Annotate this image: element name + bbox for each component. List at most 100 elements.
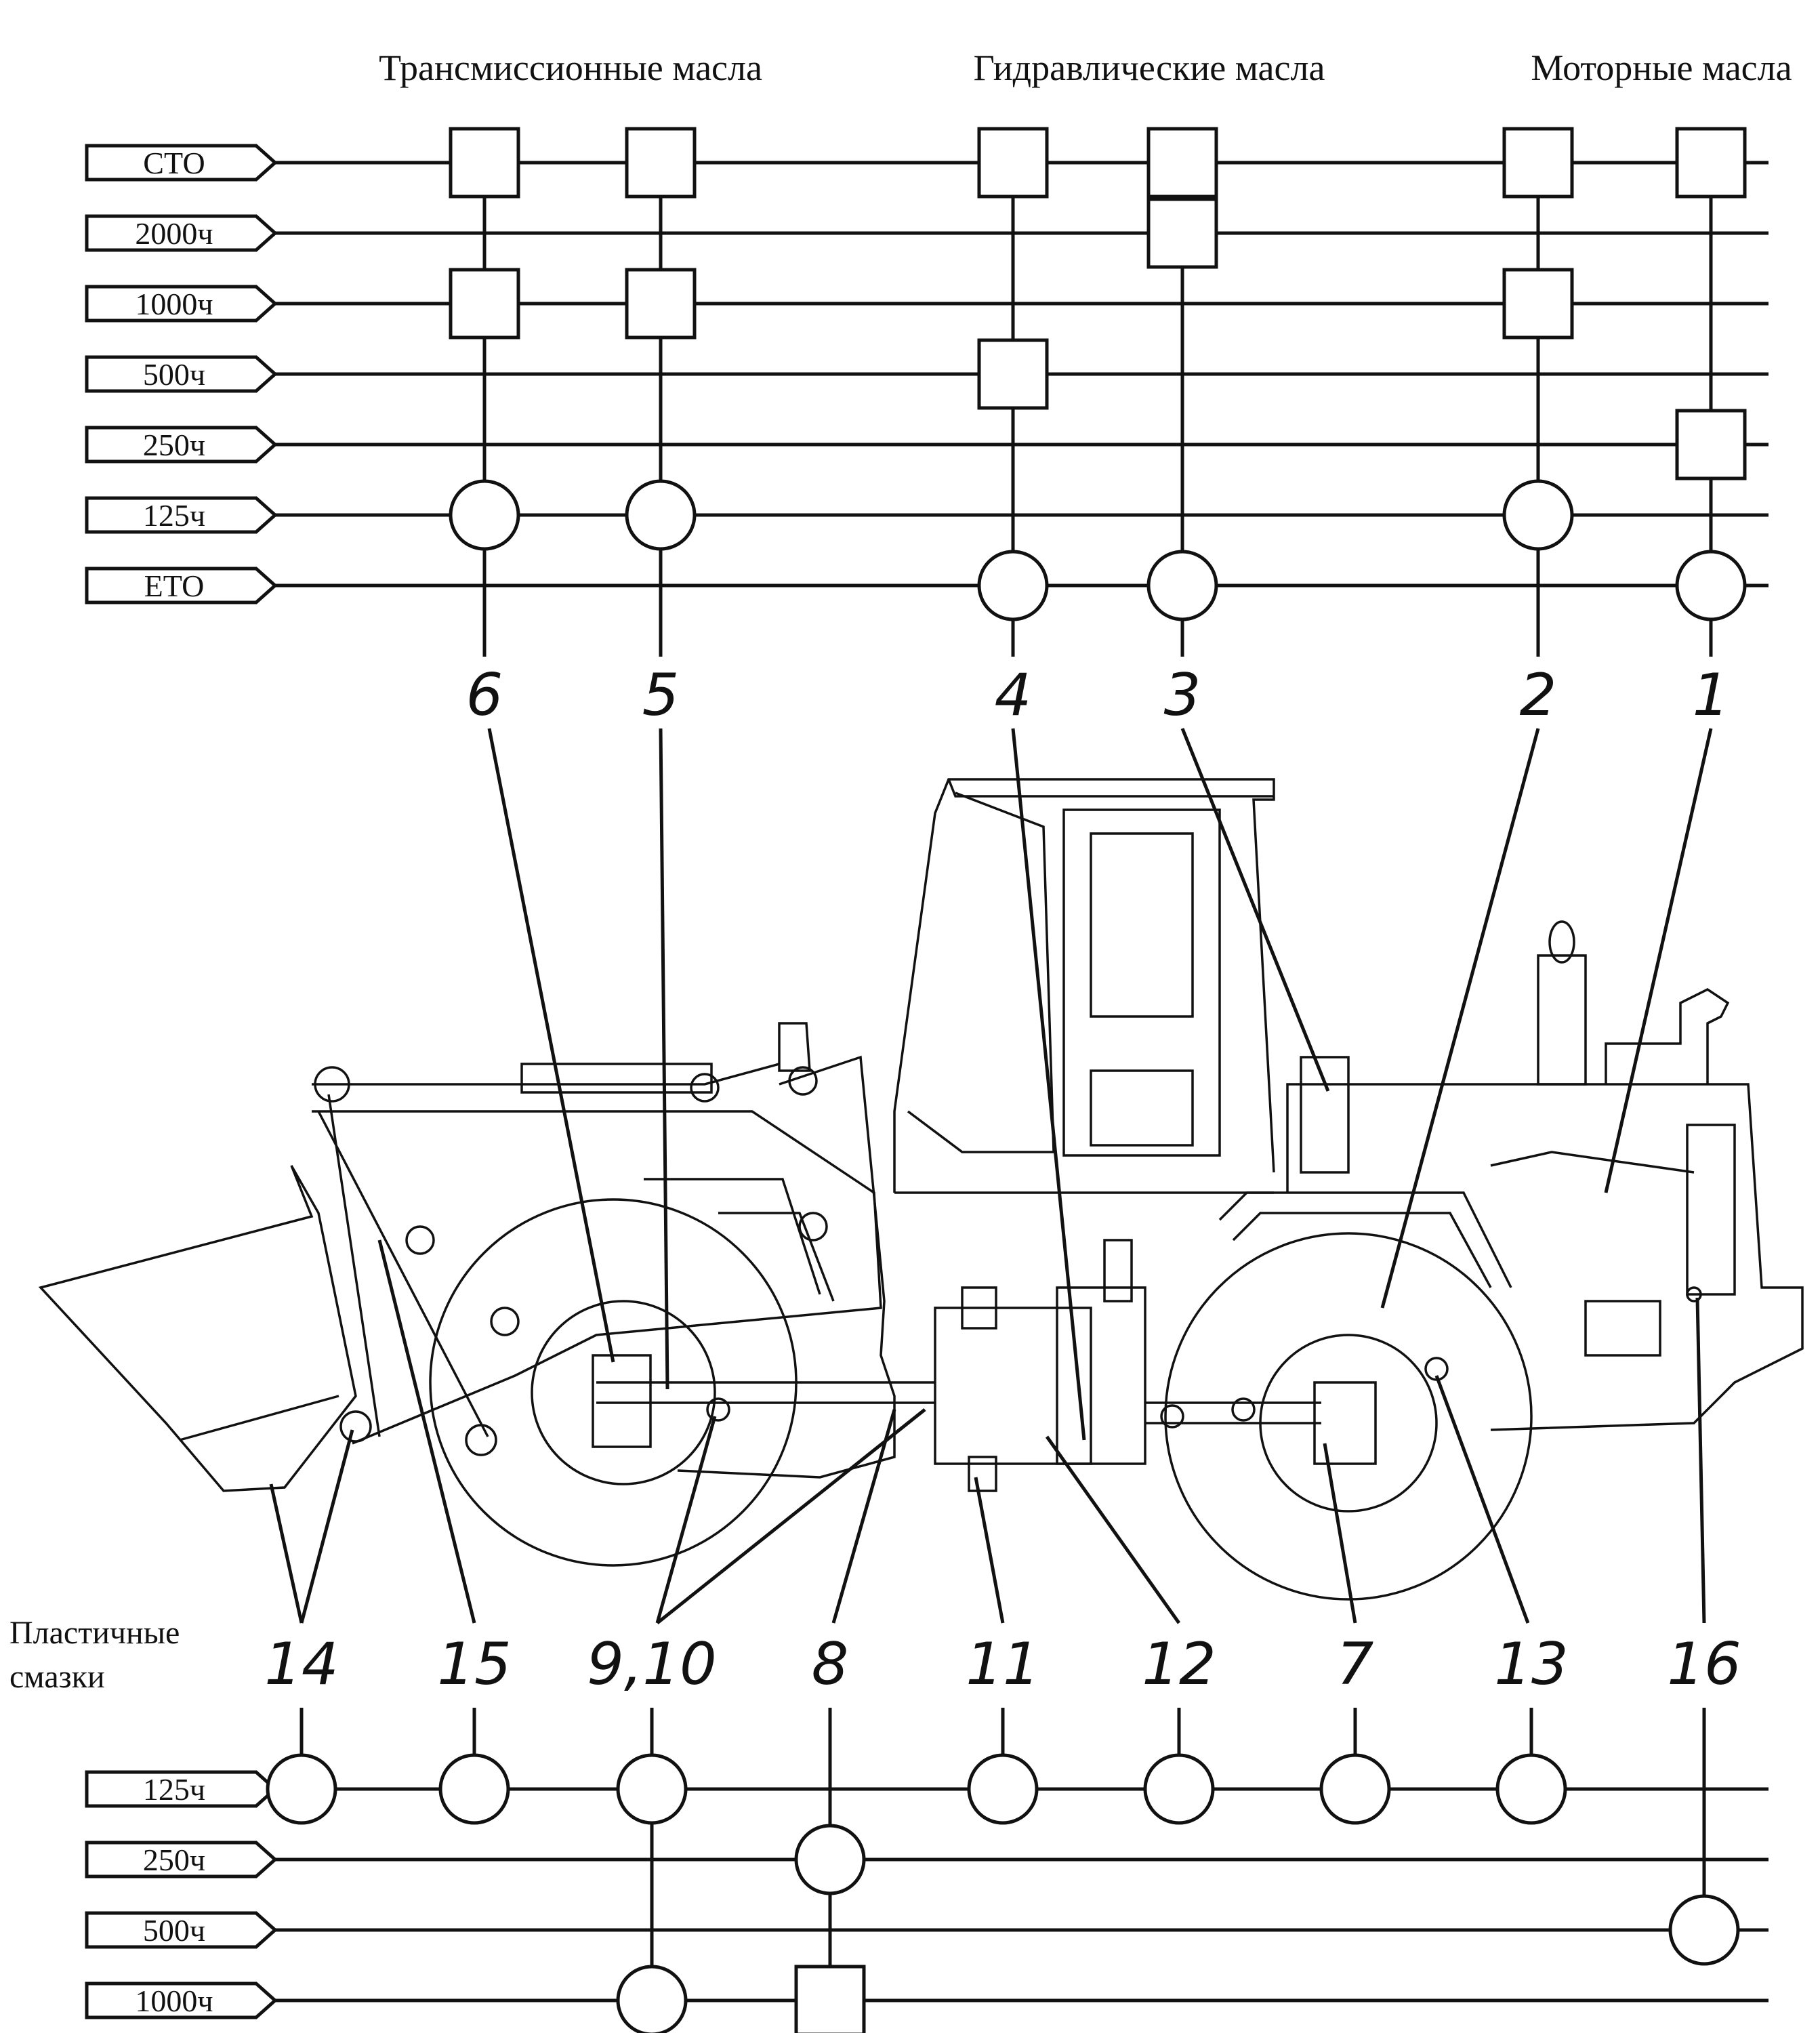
oil-interval-tag — [85, 426, 278, 464]
oil-square-mark — [1675, 127, 1747, 199]
grease-interval-label: 125ч — [143, 1772, 205, 1807]
oil-interval-tag — [85, 567, 278, 604]
oil-point-number: 5 — [642, 661, 680, 729]
oil-point-number: 4 — [995, 661, 1032, 729]
oil-square-mark — [1146, 197, 1218, 269]
leader-1 — [1604, 728, 1713, 1193]
oil-interval-tag — [85, 496, 278, 534]
oil-circle-mark — [449, 479, 520, 551]
grease-circle-mark — [616, 1965, 688, 2033]
oil-interval-label: 1000ч — [135, 287, 213, 321]
grease-circle-mark — [1143, 1753, 1215, 1825]
engine-hood — [1286, 1083, 1804, 1431]
cab-door — [1062, 808, 1221, 1157]
hydraulic-oils-header: Гидравлические масла — [974, 47, 1325, 88]
oil-circle-mark — [1502, 479, 1574, 551]
grease-interval-label: 500ч — [143, 1913, 205, 1948]
grease-circle-mark — [967, 1753, 1039, 1825]
oil-square-mark — [977, 338, 1049, 410]
engine-oils-header: Моторные масла — [1531, 47, 1792, 88]
oil-circle-mark — [977, 550, 1049, 621]
oil-interval-label: ЕТО — [144, 569, 205, 603]
grease-point-number: 12 — [1142, 1630, 1216, 1698]
exhaust-stack — [1537, 954, 1587, 1086]
leader-11 — [974, 1477, 1005, 1624]
grease-interval-tag — [85, 1911, 278, 1949]
front-driveshaft — [596, 1381, 935, 1404]
grease-point-number: 13 — [1494, 1630, 1568, 1698]
oil-interval-tag — [85, 355, 278, 393]
wheel-loader-drawing — [38, 778, 1804, 1601]
grease-point-number: 9,10 — [587, 1630, 716, 1698]
grease-circle-mark — [794, 1824, 866, 1895]
hydraulic-tank — [1300, 1056, 1350, 1174]
boom-arm — [312, 1110, 882, 1445]
oil-interval-label: 2000ч — [135, 216, 213, 251]
oil-point-number: 6 — [466, 661, 503, 729]
leader-lines — [269, 728, 1713, 1624]
grease-point-number: 15 — [437, 1630, 511, 1698]
oil-square-mark — [449, 127, 520, 199]
grease-circle-mark — [1495, 1753, 1567, 1825]
oil-square-mark — [449, 268, 520, 340]
grease-interval-tag — [85, 1981, 278, 2019]
oil-interval-label: 125ч — [143, 498, 205, 533]
leader-16 — [1695, 1297, 1706, 1624]
cab — [893, 778, 1275, 1193]
oil-square-mark — [1502, 127, 1574, 199]
leader-9-10a — [655, 1416, 717, 1624]
grease-interval-label: 250ч — [143, 1843, 205, 1877]
oil-circle-mark — [625, 479, 697, 551]
grease-circle-mark — [266, 1753, 337, 1825]
oil-square-mark — [625, 268, 697, 340]
oil-square-mark — [1675, 409, 1747, 480]
oil-interval-tag — [85, 214, 278, 252]
grease-label-line1: Пластичные — [9, 1615, 180, 1651]
grease-square-mark — [794, 1965, 866, 2033]
leader-8 — [831, 1409, 896, 1624]
leader-2 — [1380, 728, 1540, 1309]
grease-interval-tag — [85, 1770, 278, 1808]
grease-interval-tag — [85, 1841, 278, 1878]
grease-circle-mark — [1668, 1894, 1740, 1966]
grease-interval-label: 1000ч — [135, 1984, 213, 2018]
leader-4 — [1011, 728, 1086, 1441]
oil-circle-mark — [1146, 550, 1218, 621]
lift-cylinder — [520, 1063, 713, 1094]
rear-wheel — [1164, 1232, 1533, 1601]
grease-point-number: 7 — [1337, 1630, 1374, 1698]
grease-circle-mark — [438, 1753, 510, 1825]
grease-point-number: 8 — [812, 1630, 849, 1698]
oil-square-mark — [625, 127, 697, 199]
articulation-joint — [1056, 1286, 1146, 1465]
oil-interval-tag — [85, 285, 278, 323]
air-filter — [1686, 1124, 1736, 1296]
leader-13 — [1434, 1375, 1530, 1624]
leader-3 — [1180, 728, 1330, 1092]
oil-square-mark — [1502, 268, 1574, 340]
grease-point-number: 16 — [1667, 1630, 1741, 1698]
leader-5 — [659, 728, 669, 1390]
leader-15 — [377, 1239, 476, 1624]
rear-driveshaft — [1145, 1401, 1321, 1424]
leader-9-10b — [656, 1408, 926, 1624]
oil-interval-label: 250ч — [143, 428, 205, 462]
cab-window-upper — [1090, 832, 1194, 1018]
oil-square-mark — [977, 127, 1049, 199]
transmission-oils-header: Трансмиссионные масла — [379, 47, 762, 88]
grease-point-number: 14 — [264, 1630, 338, 1698]
oil-point-number: 3 — [1164, 661, 1201, 729]
leader-6 — [487, 728, 615, 1363]
oil-interval-label: 500ч — [143, 357, 205, 392]
oil-circle-mark — [1675, 550, 1747, 621]
front-frame — [677, 1055, 896, 1479]
bucket — [38, 1165, 357, 1492]
front-wheel-hub — [531, 1300, 716, 1485]
leader-14b — [299, 1429, 354, 1624]
grease-circle-mark — [616, 1753, 688, 1825]
grease-circle-mark — [1319, 1753, 1391, 1825]
transmission — [934, 1307, 1092, 1465]
grease-label-line2: смазки — [9, 1659, 105, 1695]
